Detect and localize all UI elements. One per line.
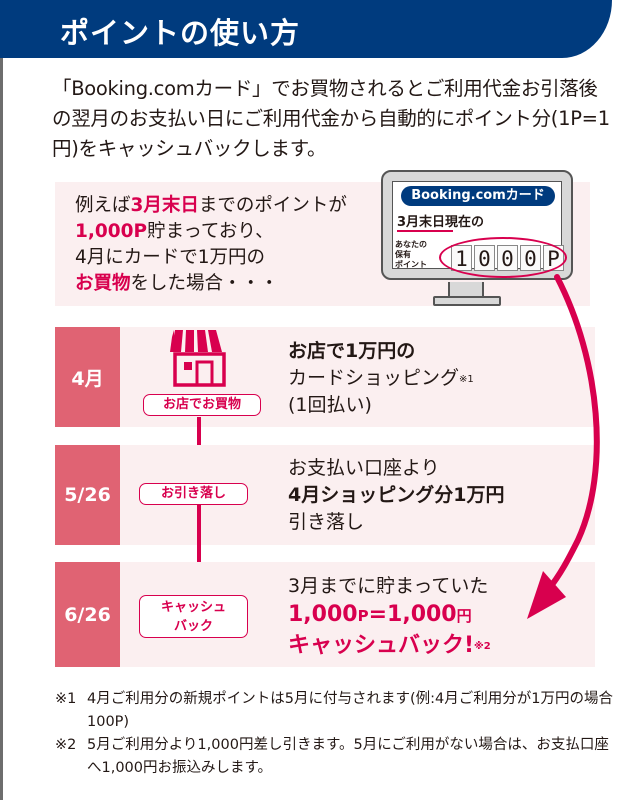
- example-text: 例えば3月末日までのポイントが 1,000P貯まっており、 4月にカードで1万円…: [75, 193, 347, 297]
- footnote: ※1 4月ご利用分の新規ポイントは5月に付与されます(例:4月ご利用分が1万円の…: [55, 691, 613, 730]
- flow-connector: [197, 417, 201, 470]
- month-label: 5/26: [55, 445, 120, 545]
- cashback-headline: キャッシュバック!※2: [288, 633, 491, 658]
- flow-connector: [197, 505, 201, 583]
- intro-paragraph: 「Booking.comカード」でお買物されるとご利用代金お引落後の翌月のお支払…: [52, 77, 610, 160]
- page-frame-border: [0, 0, 3, 800]
- holder-points-label: あなたの 保有 ポイント: [395, 240, 427, 269]
- section-title: ポイントの使い方: [60, 16, 301, 50]
- as-of-underline: [397, 230, 453, 232]
- step-tag-debit: お引き落し: [139, 483, 248, 505]
- monitor-base: [433, 296, 501, 306]
- example-line-2: 1,000P貯まっており、: [75, 221, 274, 242]
- card-name-badge: Booking.comカード: [401, 186, 555, 206]
- footnote: ※2 5月ご利用分より1,000円差し引きます。5月にご利用がない場合は、お支払…: [55, 737, 609, 776]
- step-tag-cashback: キャッシュ バック: [139, 595, 248, 638]
- month-label: 4月: [55, 327, 120, 427]
- cashback-amount: 1,000P=1,000円: [288, 602, 472, 627]
- example-line-4: お買物をした場合・・・: [75, 273, 279, 294]
- example-line-1: 例えば3月末日までのポイントが: [75, 195, 347, 216]
- row-description-june: 3月までに貯まっていた 1,000P=1,000円 キャッシュバック!※2: [288, 575, 491, 658]
- row-line: カードショッピング※1: [288, 367, 474, 389]
- month-label: 6/26: [55, 562, 120, 667]
- points-highlight-circle: [439, 237, 567, 278]
- example-line-3: 4月にカードで1万円の: [75, 247, 266, 268]
- monitor-stand: [448, 282, 484, 300]
- footnotes: ※1 4月ご利用分の新規ポイントは5月に付与されます(例:4月ご利用分が1万円の…: [55, 688, 615, 780]
- step-tag-shopping: お店でお買物: [143, 394, 261, 416]
- row-description-may: お支払い口座より 4月ショッピング分1万円 引き落し: [288, 457, 505, 533]
- as-of-date-label: 3月末日現在の: [397, 215, 485, 230]
- row-description-april: お店で1万円の カードショッピング※1 (1回払い): [288, 340, 474, 416]
- section-header: ポイントの使い方: [0, 0, 612, 58]
